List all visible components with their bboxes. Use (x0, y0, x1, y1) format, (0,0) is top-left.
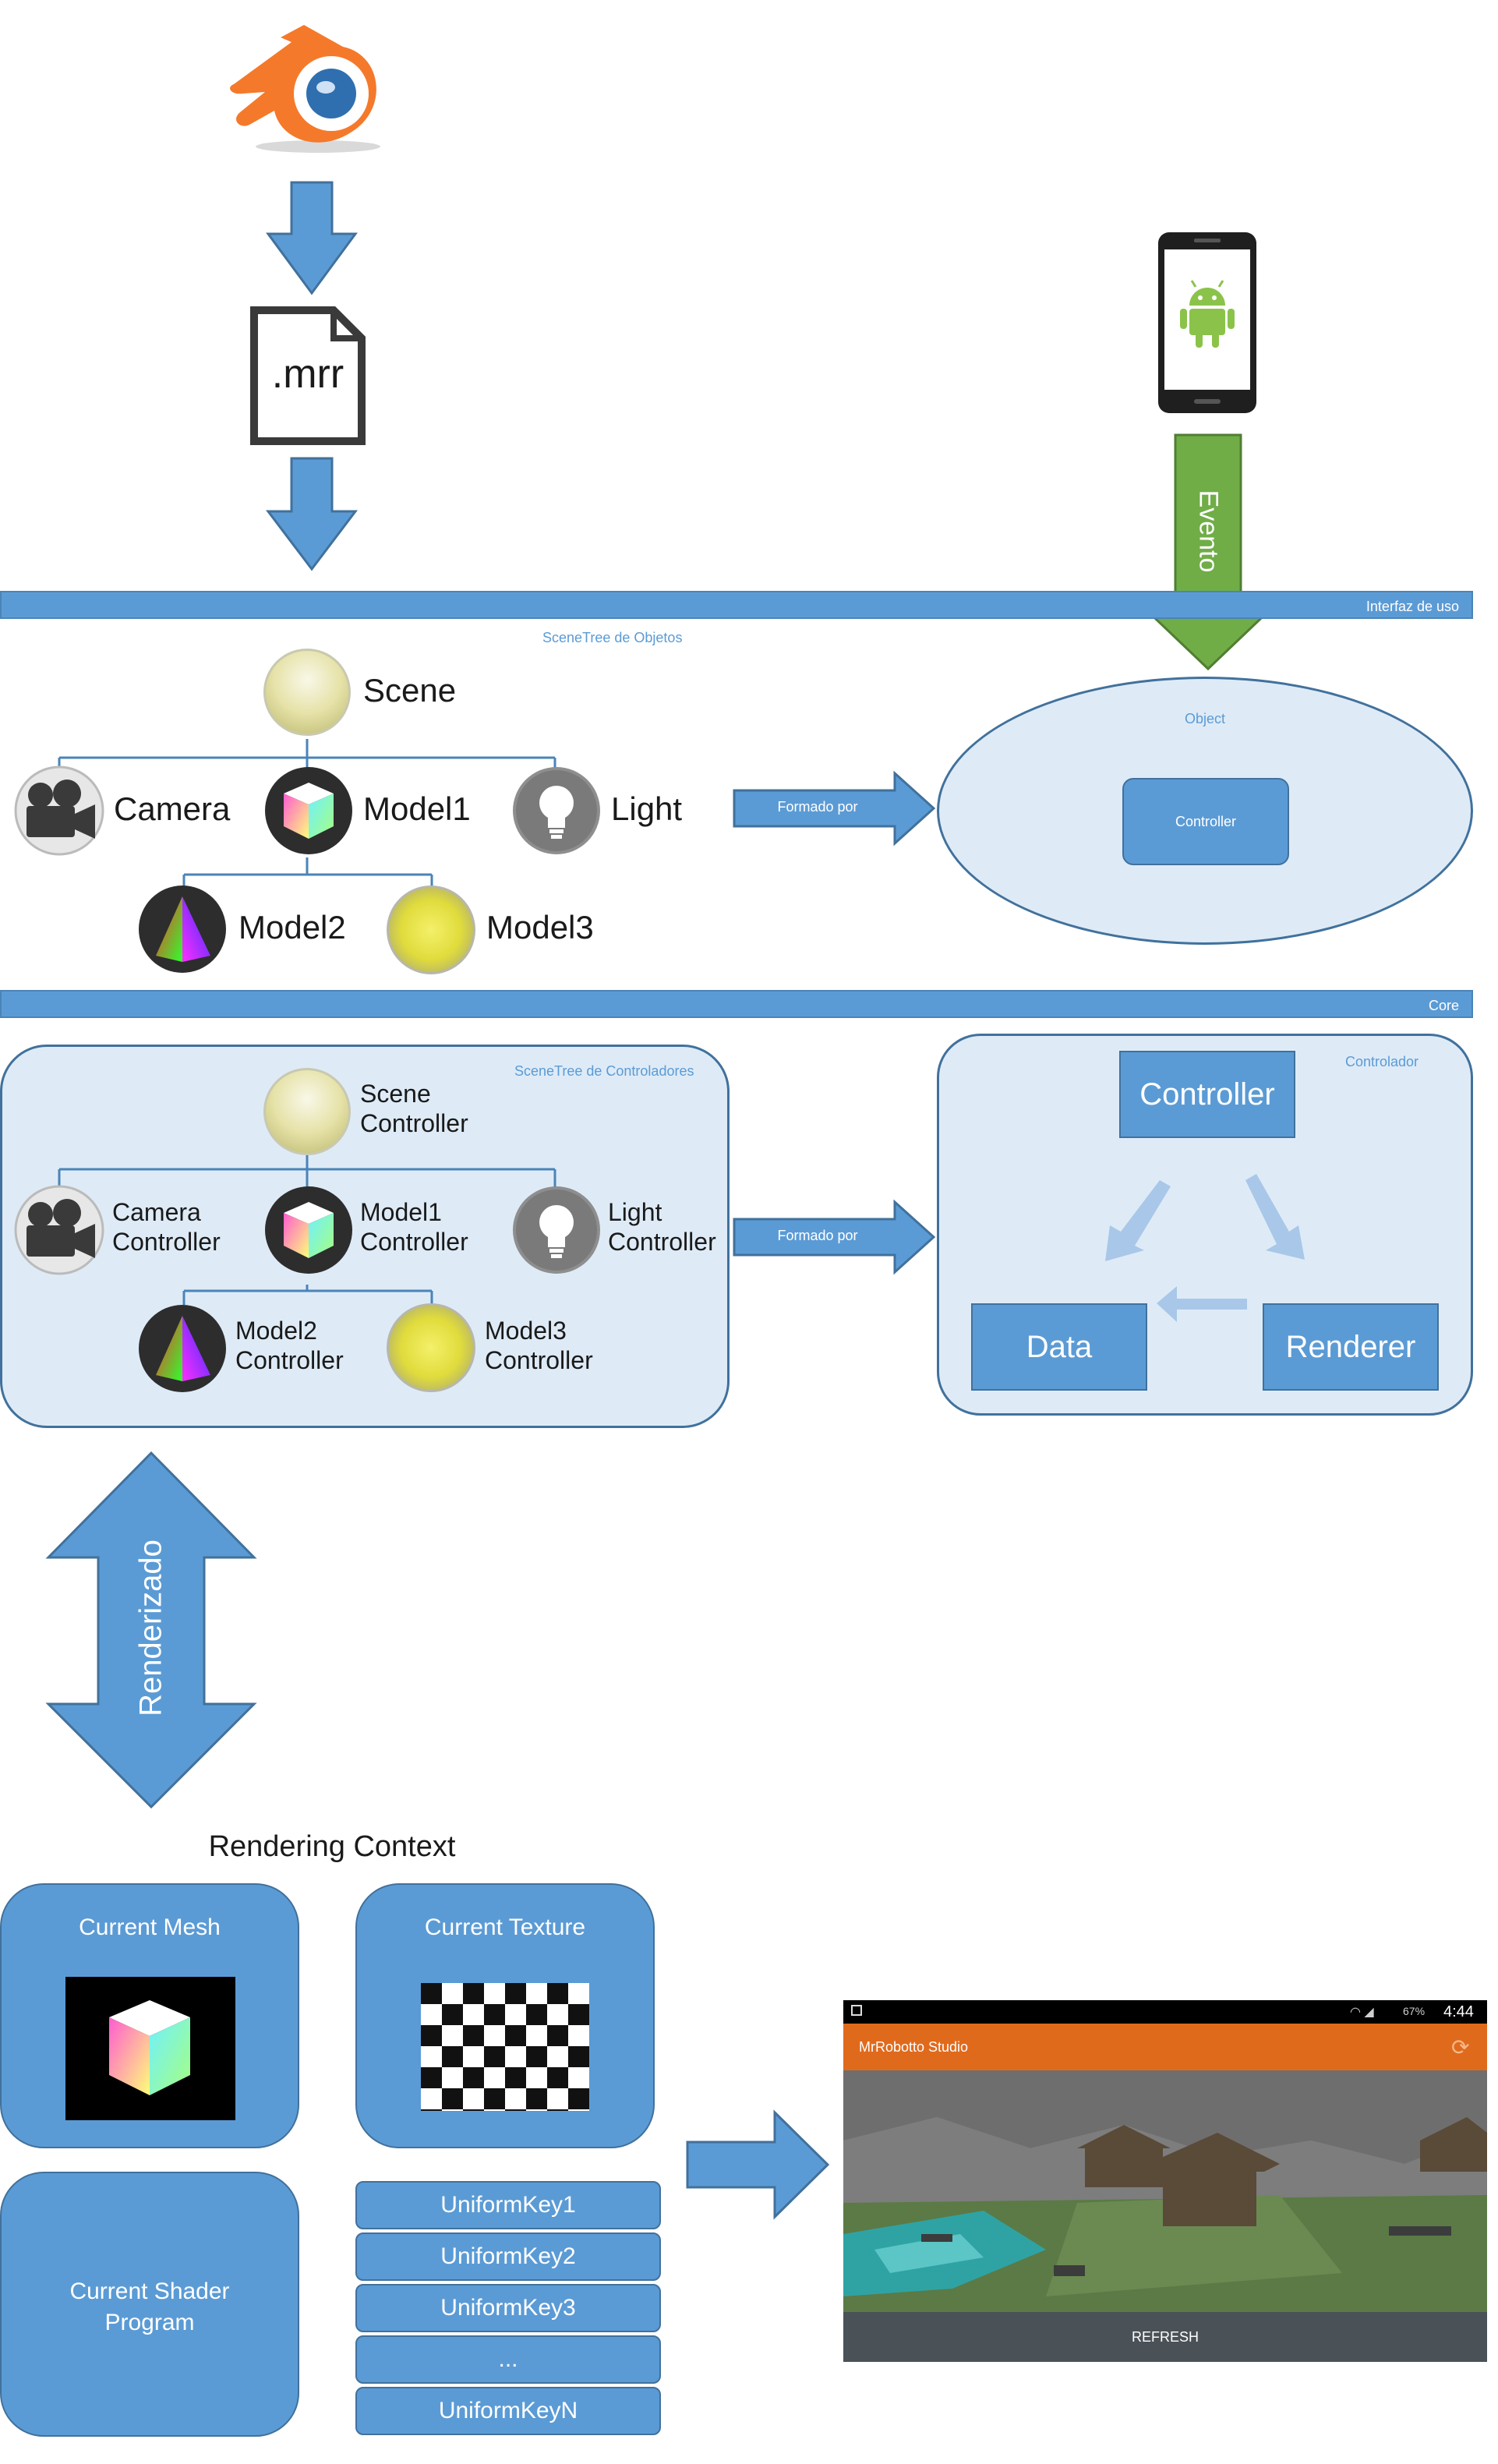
uniform-key-1: UniformKey1 (355, 2181, 661, 2229)
controlador-cycle-arrows (1105, 1174, 1305, 1322)
current-mesh-title: Current Mesh (79, 1914, 221, 1940)
interface-band-label: Interfaz de uso (1366, 599, 1459, 614)
controlador-controller-box: Controller (1119, 1051, 1295, 1138)
formado-por-arrow-2-icon (733, 1199, 936, 1275)
controlador-data-box: Data (971, 1303, 1147, 1391)
model3-teapot-icon (387, 886, 475, 974)
object-title: Object (1185, 711, 1226, 726)
renderizado-double-arrow-icon (45, 1451, 257, 1809)
status-bar: 67% ◠ ◢ 4:44 (843, 2000, 1487, 2024)
rendering-context-title: Rendering Context (208, 1830, 456, 1863)
scene-icon (263, 649, 351, 736)
renderizado-label: Renderizado (133, 1540, 168, 1716)
refresh-button-label: REFRESH (1131, 2328, 1199, 2345)
controlador-controller-label: Controller (1139, 1076, 1275, 1112)
refresh-button[interactable]: REFRESH (843, 2312, 1487, 2362)
uniform-key-n: UniformKeyN (355, 2387, 661, 2435)
camera-controller-icon (14, 1185, 104, 1275)
down-arrow-2-icon (265, 457, 359, 571)
model2-pyramid-icon (139, 886, 226, 973)
rendered-3d-scene (843, 2070, 1487, 2312)
scene-controller-icon (263, 1068, 351, 1155)
core-band: Core (0, 990, 1473, 1018)
light-bulb-icon (513, 767, 600, 854)
refresh-icon[interactable]: ⟳ (1451, 2035, 1470, 2059)
light-controller-icon (513, 1186, 600, 1274)
object-controller-label: Controller (1175, 813, 1237, 829)
mrr-file-icon (250, 306, 366, 445)
checkerboard-texture-icon (421, 1983, 589, 2111)
uniform-key-2: UniformKey2 (355, 2232, 661, 2281)
current-texture-title: Current Texture (424, 1914, 586, 1940)
scenetree-controllers-title: SceneTree de Controladores (514, 1063, 694, 1079)
controlador-title: Controlador (1345, 1054, 1419, 1069)
controlador-renderer-box: Renderer (1263, 1303, 1439, 1391)
model3-label: Model3 (486, 909, 594, 946)
app-bar: MrRobotto Studio ⟳ (843, 2024, 1487, 2070)
model1-cube-icon (265, 767, 352, 854)
android-phone-icon (1158, 232, 1256, 413)
camera-icon (14, 765, 104, 856)
event-label: Evento (1193, 490, 1224, 573)
light-label: Light (611, 790, 683, 827)
status-battery: 67% (1403, 2005, 1426, 2017)
camera-label: Camera (114, 790, 231, 827)
controlador-renderer-label: Renderer (1285, 1329, 1416, 1364)
model2-label: Model2 (238, 909, 346, 946)
blender-logo-icon (230, 25, 380, 153)
output-arrow-icon (686, 2109, 830, 2220)
gallery-status-icon (851, 2005, 862, 2016)
wifi-signal-icon: ◠ ◢ (1350, 2006, 1374, 2019)
scenetree-controllers-panel (0, 1045, 730, 1428)
app-screenshot: 67% ◠ ◢ 4:44 MrRobotto Studio ⟳ REFRESH (843, 2000, 1487, 2362)
scene-label: Scene (363, 672, 457, 709)
scenetree-objects-title: SceneTree de Objetos (542, 630, 683, 645)
app-title: MrRobotto Studio (859, 2039, 969, 2055)
interface-band: Interfaz de uso (0, 591, 1473, 619)
file-extension-label: .mrr (271, 352, 344, 397)
uniform-key-ellipsis: ... (355, 2335, 661, 2384)
model1-label: Model1 (363, 790, 471, 827)
current-mesh-panel: Current Mesh (0, 1883, 299, 2148)
status-time: 4:44 (1443, 2003, 1474, 2020)
formado-por-label-2: Formado por (777, 1228, 858, 1243)
down-arrow-1-icon (266, 181, 358, 295)
current-texture-panel: Current Texture (355, 1883, 655, 2148)
mesh-cube-icon (65, 1977, 235, 2120)
formado-por-arrow-1-icon (733, 770, 936, 847)
uniform-key-3: UniformKey3 (355, 2284, 661, 2332)
object-controller-box: Controller (1122, 778, 1289, 865)
scenetree-controllers-connectors (58, 1155, 556, 1305)
formado-por-label-1: Formado por (777, 799, 858, 815)
core-band-label: Core (1428, 998, 1459, 1013)
model2-controller-icon (139, 1305, 226, 1392)
controlador-data-label: Data (1026, 1329, 1093, 1364)
model3-controller-icon (387, 1303, 475, 1392)
model1-controller-icon (265, 1186, 352, 1274)
